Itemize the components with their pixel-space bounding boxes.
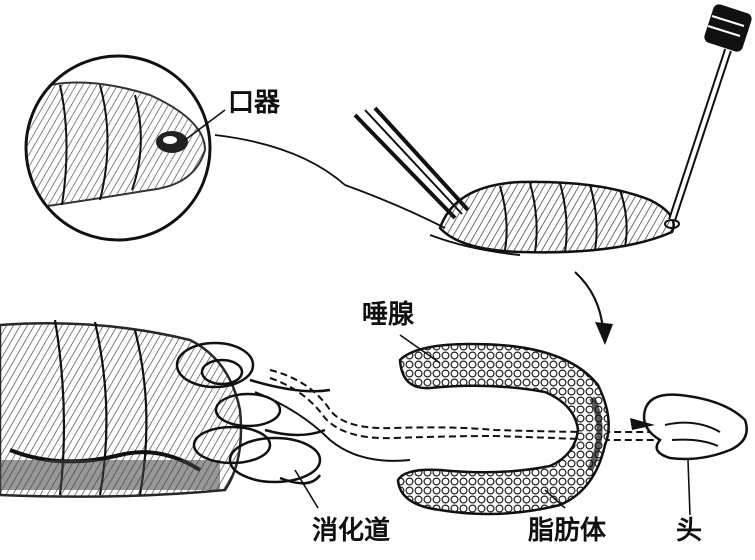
dissecting-needle [665,3,753,228]
label-fat-body: 脂肪体 [528,518,606,544]
forceps [355,108,468,218]
process-arrow [575,272,613,345]
label-salivary-gland: 唾腺 [362,302,414,328]
larva-body [430,182,674,255]
label-digestive-tract: 消化道 [312,518,390,544]
head-organ [630,395,747,459]
label-mouthparts: 口器 [228,90,280,116]
label-head: 头 [676,518,702,544]
dissected-body [0,320,241,497]
magnified-inset [20,56,210,240]
salivary-gland-organ [398,344,609,514]
